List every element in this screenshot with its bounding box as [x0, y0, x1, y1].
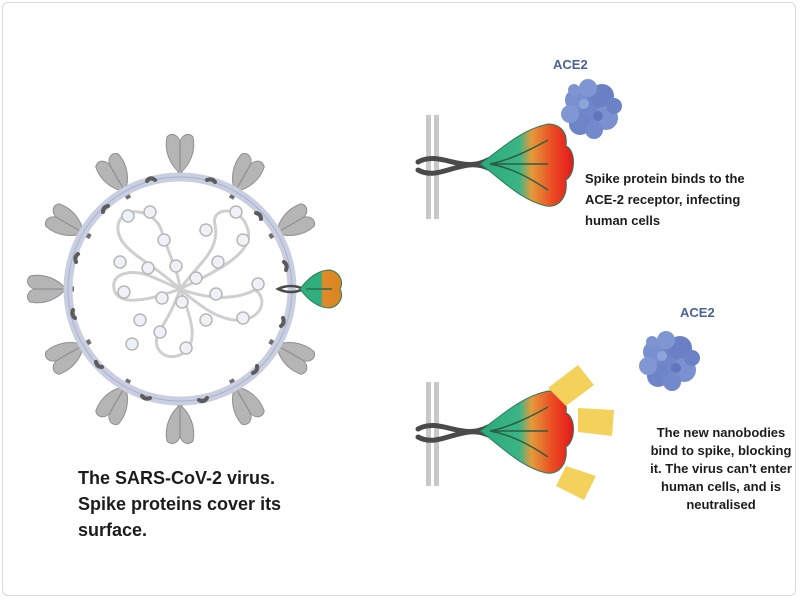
viral-rna	[112, 205, 265, 359]
spike-head-bottom	[479, 390, 574, 474]
membrane-proteins	[70, 176, 289, 404]
ace2-receptor-icon	[561, 79, 622, 139]
binding-illustration	[415, 79, 622, 219]
nanobodies	[548, 365, 614, 500]
nanobody-caption: The new nanobodies bind to spike, blocki…	[650, 425, 792, 512]
virus-caption: The SARS-CoV-2 virus. Spike proteins cov…	[78, 468, 282, 540]
ace2-label-bottom: ACE2	[680, 305, 715, 320]
binding-caption: Spike protein binds to the ACE-2 recepto…	[585, 171, 745, 228]
nanobody-icon	[548, 365, 594, 406]
viral-membrane-outline	[67, 176, 293, 402]
cell-membrane-top	[426, 115, 439, 219]
cell-membrane-bottom	[426, 382, 439, 486]
spike-stalk-top	[415, 156, 491, 176]
spike-head-top	[479, 123, 574, 207]
colored-spike-icon	[275, 269, 343, 309]
ace2-receptor-icon	[639, 331, 700, 391]
nanobody-illustration	[415, 331, 700, 500]
nanobody-icon	[556, 466, 596, 500]
ace2-label-top: ACE2	[553, 57, 588, 72]
nanobody-icon	[578, 408, 614, 436]
spike-stalk-bottom	[415, 423, 491, 443]
virus-particle	[26, 133, 343, 445]
